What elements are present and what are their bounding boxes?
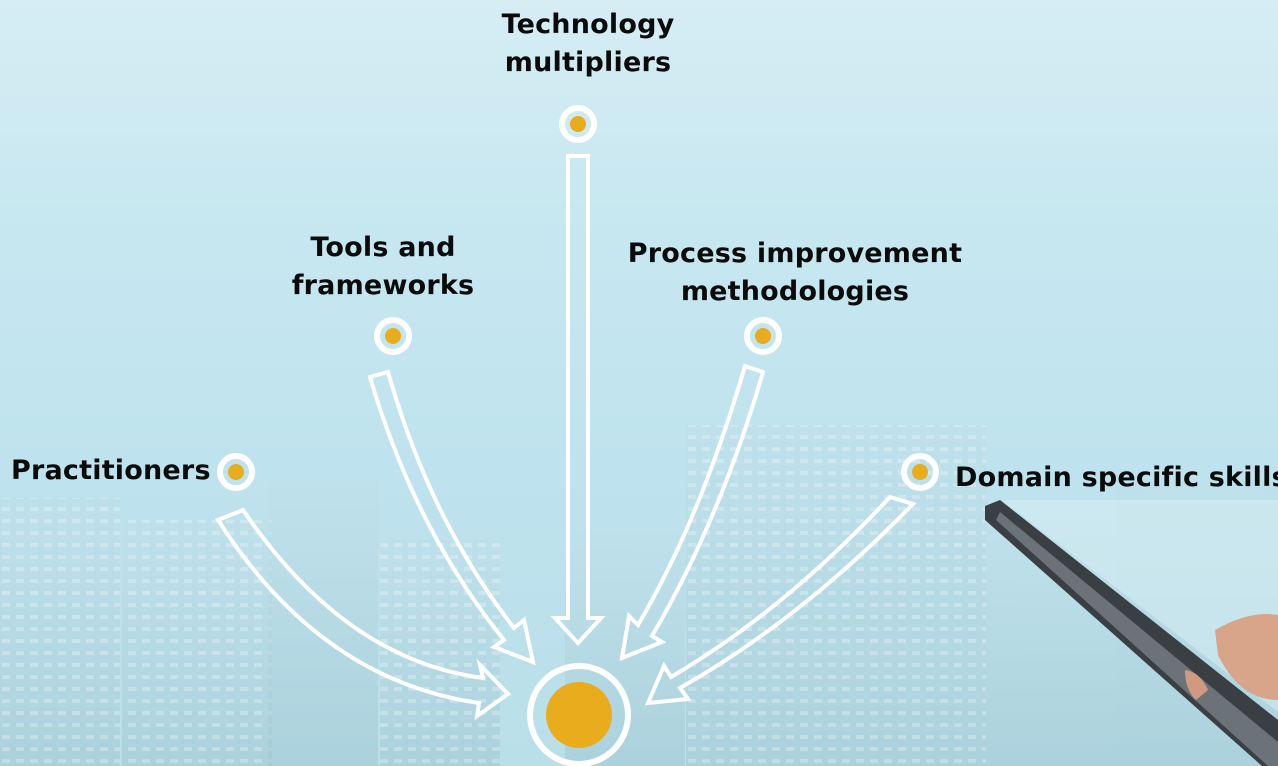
arrow-practitioners (215, 507, 512, 721)
node-technology (559, 105, 597, 143)
label-process: Process improvement methodologies (620, 235, 970, 311)
label-process-line-2: methodologies (680, 276, 910, 307)
label-technology: Technology multipliers (478, 6, 698, 82)
label-technology-line-1: Technology (501, 9, 675, 40)
arrow-domain (644, 494, 917, 706)
arrow-technology (550, 154, 606, 646)
label-practitioners: Practitioners (11, 455, 211, 486)
node-domain (901, 453, 939, 491)
label-technology-line-2: multipliers (504, 47, 672, 78)
arrow-tools (367, 369, 536, 666)
label-tools-line-2: frameworks (291, 270, 475, 301)
label-process-line-1: Process improvement (627, 238, 963, 269)
node-practitioners (217, 453, 255, 491)
arrow-process (619, 363, 766, 662)
label-tools: Tools and frameworks (273, 229, 493, 305)
label-tools-line-1: Tools and (310, 232, 456, 263)
node-process (744, 317, 782, 355)
central-target-node (527, 663, 631, 766)
label-domain: Domain specific skills (955, 462, 1278, 493)
node-tools (374, 317, 412, 355)
tablet-hand (985, 500, 1278, 766)
